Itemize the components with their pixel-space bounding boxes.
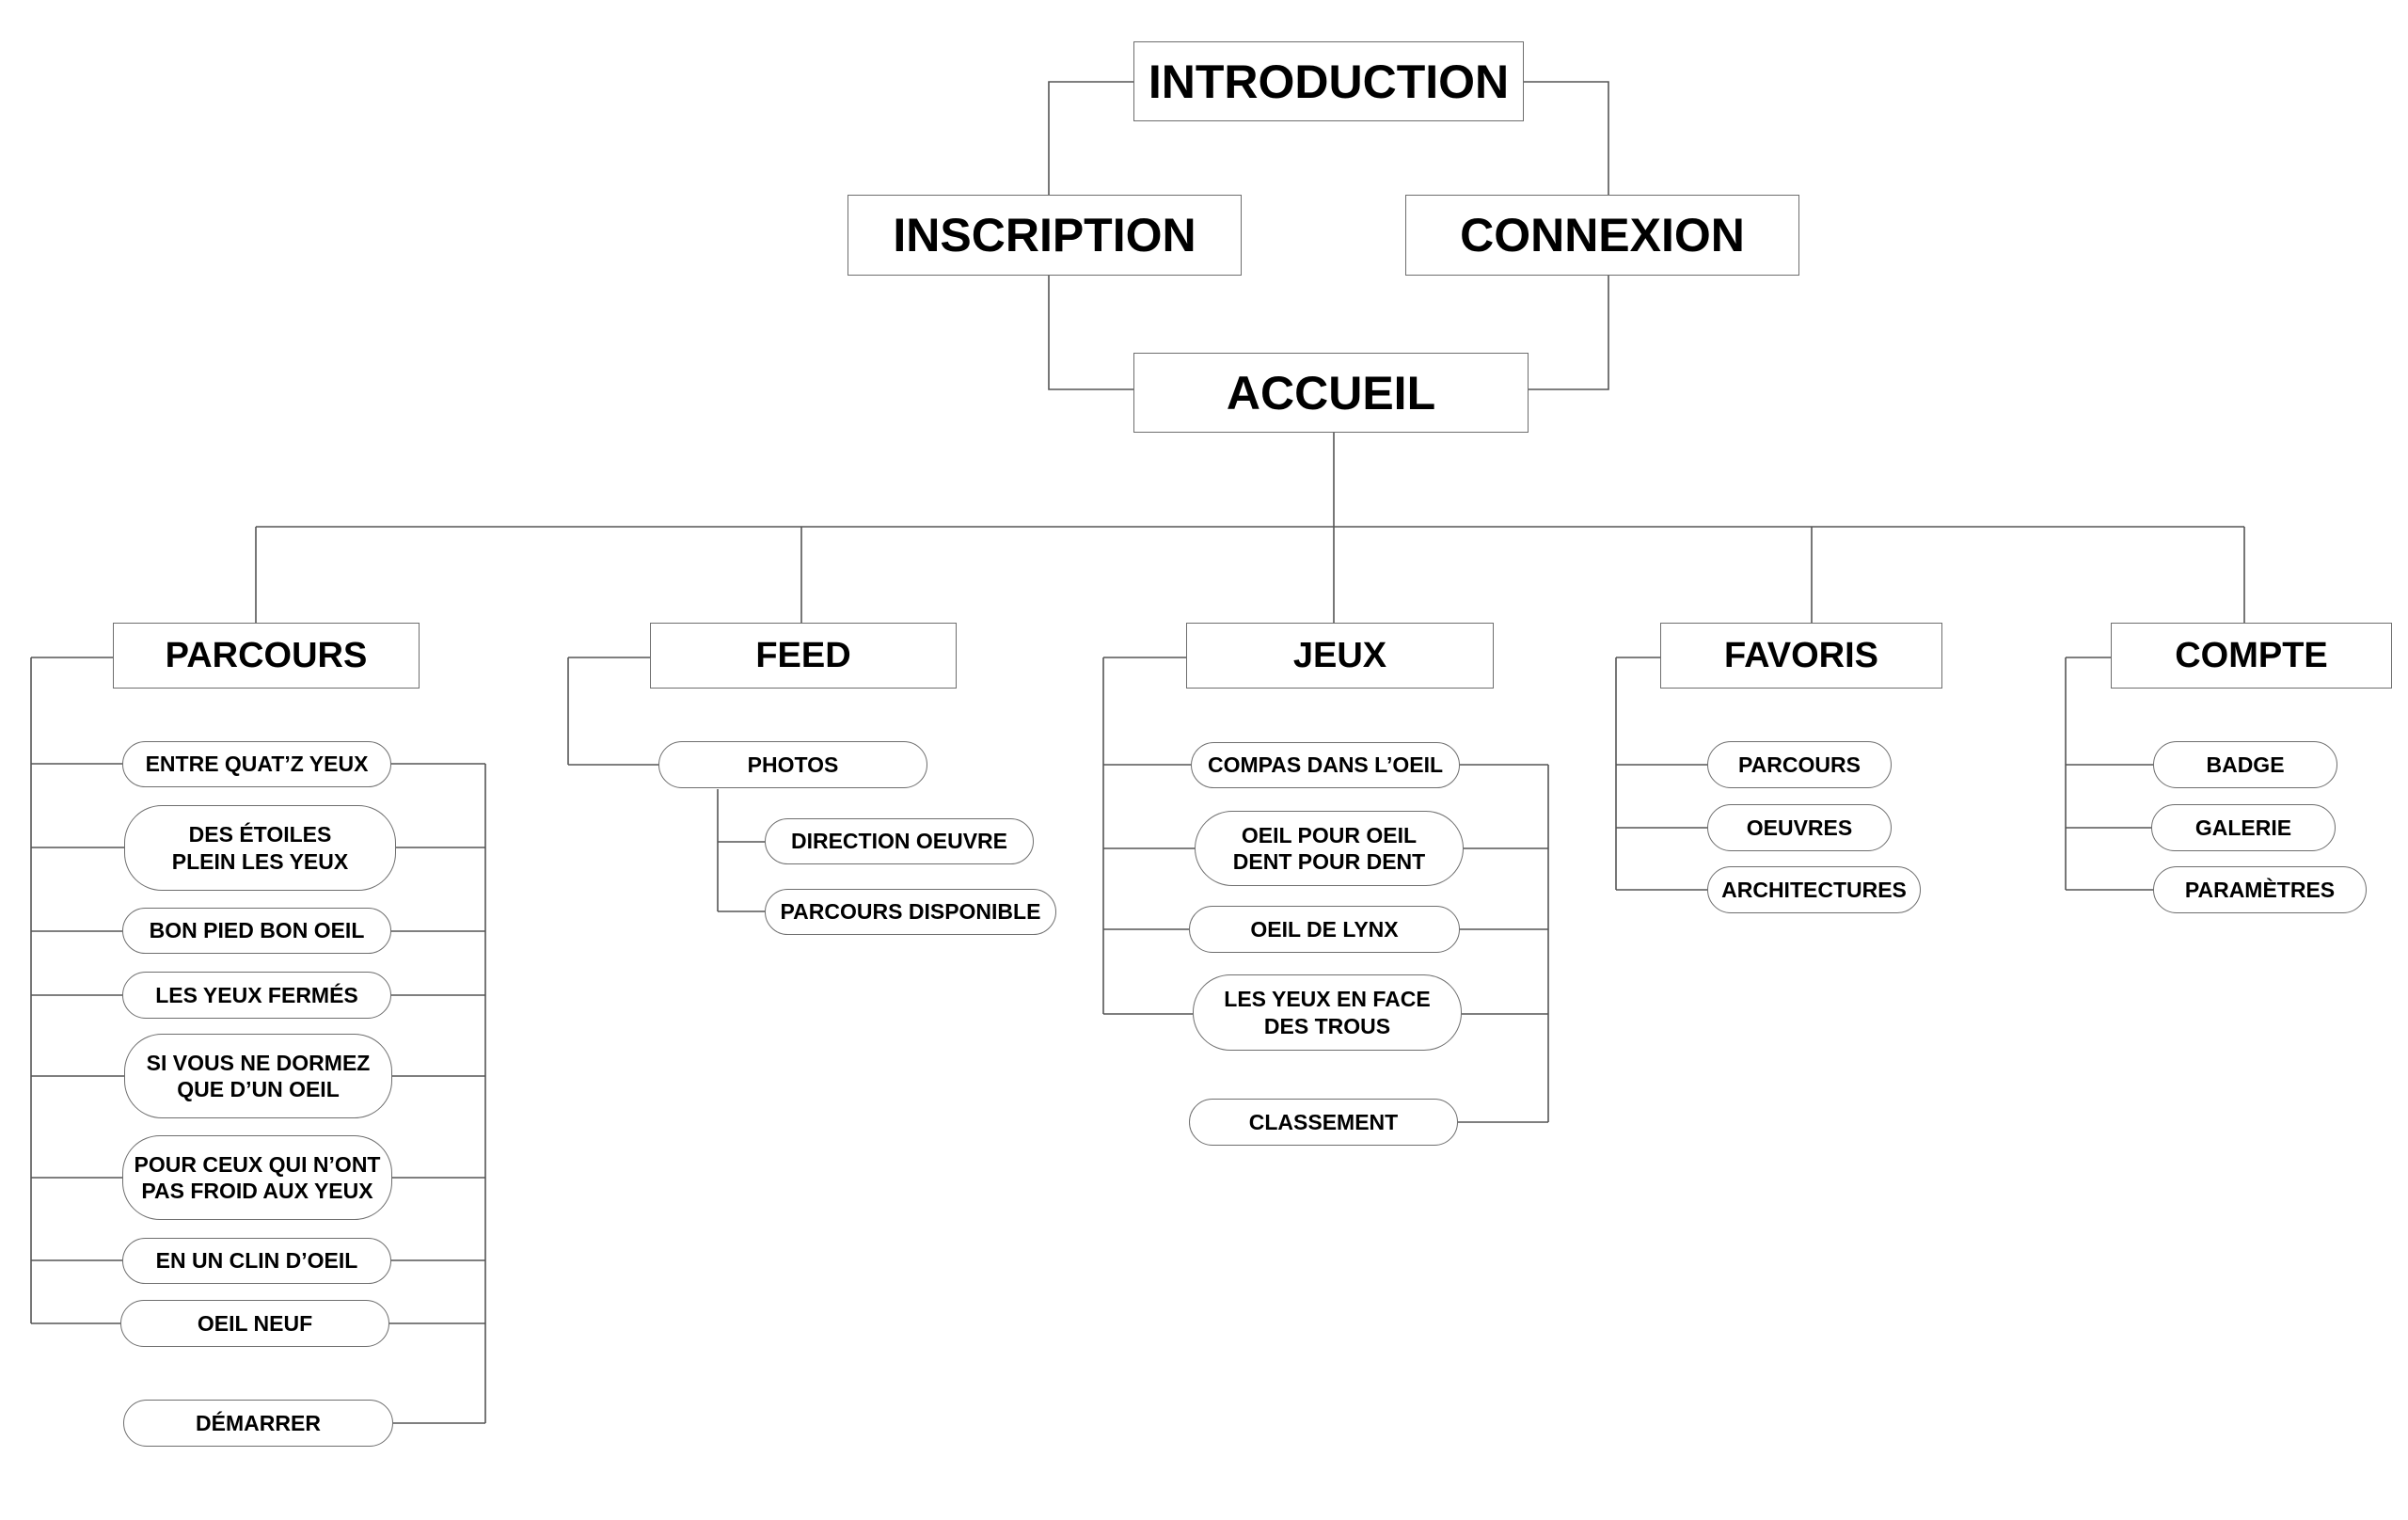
jeux-item-4: LES YEUX EN FACE DES TROUS	[1193, 974, 1462, 1051]
jeux-item-1: COMPAS DANS L’OEIL	[1191, 742, 1460, 788]
classement-node: CLASSEMENT	[1189, 1099, 1458, 1146]
parcours-section-node: PARCOURS	[113, 623, 420, 689]
favoris-item-1: PARCOURS	[1707, 741, 1892, 788]
favoris-item-2: OEUVRES	[1707, 804, 1892, 851]
inscription-node: INSCRIPTION	[848, 195, 1242, 276]
feed-section-node: FEED	[650, 623, 957, 689]
parcours-item-5: SI VOUS NE DORMEZ QUE D’UN OEIL	[124, 1034, 392, 1118]
compte-item-2: GALERIE	[2151, 804, 2336, 851]
photos-node: PHOTOS	[658, 741, 927, 788]
parcours-item-1: ENTRE QUAT’Z YEUX	[122, 741, 391, 787]
parcours-item-7: EN UN CLIN D’OEIL	[122, 1238, 391, 1284]
compte-section-node: COMPTE	[2111, 623, 2392, 689]
favoris-section-node: FAVORIS	[1660, 623, 1942, 689]
connexion-node: CONNEXION	[1405, 195, 1799, 276]
accueil-node: ACCUEIL	[1133, 353, 1529, 433]
jeux-item-3: OEIL DE LYNX	[1189, 906, 1460, 953]
parcours-item-6: POUR CEUX QUI N’ONT PAS FROID AUX YEUX	[122, 1135, 392, 1220]
compte-item-1: BADGE	[2153, 741, 2337, 788]
jeux-section-node: JEUX	[1186, 623, 1494, 689]
parcours-item-8: OEIL NEUF	[120, 1300, 389, 1347]
direction-oeuvre-node: DIRECTION OEUVRE	[765, 818, 1034, 864]
jeux-item-2: OEIL POUR OEIL DENT POUR DENT	[1195, 811, 1464, 886]
compte-item-3: PARAMÈTRES	[2153, 866, 2367, 913]
parcours-item-3: BON PIED BON OEIL	[122, 908, 391, 954]
demarrer-node: DÉMARRER	[123, 1400, 393, 1447]
parcours-disponible-node: PARCOURS DISPONIBLE	[765, 889, 1056, 935]
introduction-node: INTRODUCTION	[1133, 41, 1524, 121]
parcours-item-2: DES ÉTOILES PLEIN LES YEUX	[124, 805, 396, 891]
parcours-item-4: LES YEUX FERMÉS	[122, 972, 391, 1019]
favoris-item-3: ARCHITECTURES	[1707, 866, 1921, 913]
